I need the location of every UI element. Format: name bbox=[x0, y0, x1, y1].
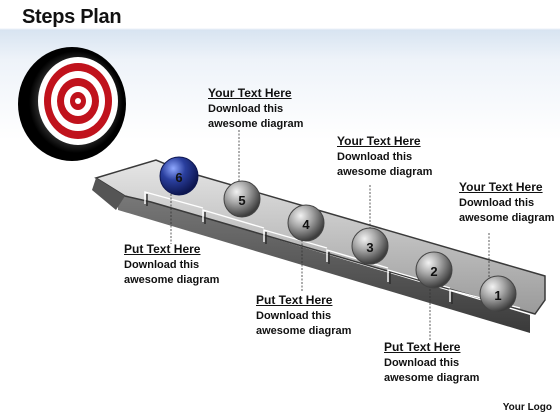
step-sphere-4: 4 bbox=[287, 204, 325, 242]
callout-line: awesome diagram bbox=[384, 372, 480, 384]
callout-heading: Put Text Here bbox=[124, 242, 201, 256]
step-sphere-6: 6 bbox=[159, 156, 199, 196]
callout-heading: Your Text Here bbox=[459, 180, 543, 194]
logo-text: Your Logo bbox=[502, 402, 552, 413]
callout-step-5: Your Text Here Download this awesome dia… bbox=[208, 86, 303, 132]
step-block-shadows bbox=[146, 194, 453, 304]
step-number-5: 5 bbox=[238, 193, 245, 208]
callout-line: awesome diagram bbox=[337, 166, 433, 178]
callout-heading: Your Text Here bbox=[337, 134, 421, 148]
target-icon bbox=[18, 47, 126, 161]
callout-line: Download this bbox=[256, 310, 332, 322]
step-sphere-3: 3 bbox=[351, 227, 389, 265]
step-sphere-5: 5 bbox=[223, 180, 261, 218]
callout-step-3: Your Text Here Download this awesome dia… bbox=[337, 134, 432, 180]
callout-line: Download this bbox=[337, 151, 413, 163]
callout-line: awesome diagram bbox=[256, 325, 352, 337]
step-number-2: 2 bbox=[430, 264, 437, 279]
callout-line: awesome diagram bbox=[459, 212, 555, 224]
callout-step-2: Put Text Here Download this awesome diag… bbox=[384, 340, 479, 386]
callout-heading: Put Text Here bbox=[256, 293, 333, 307]
step-number-3: 3 bbox=[366, 240, 373, 255]
step-sphere-2: 2 bbox=[415, 251, 453, 289]
callout-heading: Your Text Here bbox=[208, 86, 292, 100]
callout-heading: Put Text Here bbox=[384, 340, 461, 354]
callout-step-4: Put Text Here Download this awesome diag… bbox=[256, 293, 351, 339]
step-number-4: 4 bbox=[302, 217, 310, 232]
connector-lines bbox=[170, 130, 490, 340]
callout-line: Download this bbox=[208, 103, 284, 115]
callout-line: Download this bbox=[384, 357, 460, 369]
page-title: Steps Plan bbox=[22, 6, 122, 28]
step-sphere-1: 1 bbox=[479, 275, 517, 313]
callout-step-6: Put Text Here Download this awesome diag… bbox=[124, 242, 219, 288]
callout-line: awesome diagram bbox=[124, 274, 220, 286]
callout-line: Download this bbox=[124, 259, 200, 271]
callout-line: awesome diagram bbox=[208, 118, 304, 130]
step-number-1: 1 bbox=[494, 288, 501, 303]
callout-step-1: Your Text Here Download this awesome dia… bbox=[459, 180, 554, 226]
callout-line: Download this bbox=[459, 197, 535, 209]
step-number-6: 6 bbox=[175, 170, 182, 185]
